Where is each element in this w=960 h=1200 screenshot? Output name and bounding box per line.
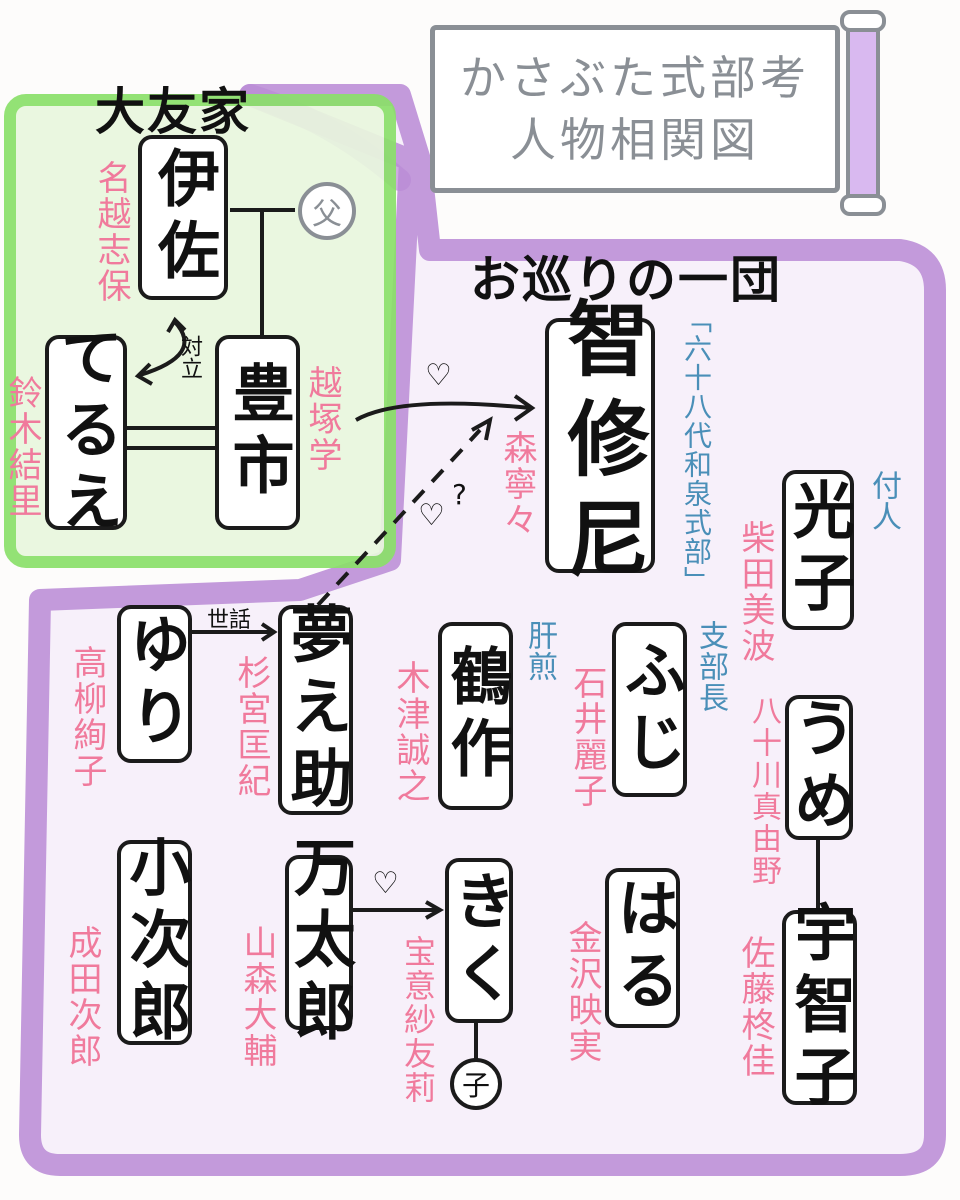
actor-terue: 鈴木結里: [2, 375, 42, 519]
actor-yumenosuke: 杉宮匡紀: [231, 655, 271, 799]
character-fuji[interactable]: ふじ: [612, 622, 687, 797]
character-name: 鶴作: [439, 644, 513, 788]
scroll-icon: [840, 10, 886, 216]
actor-haru: 金沢映実: [562, 920, 602, 1064]
character-name: 万太郎: [283, 834, 356, 1051]
actor-mitsuko: 柴田美波: [735, 520, 775, 664]
question-mark: ?: [452, 478, 467, 511]
character-name: きく: [443, 868, 516, 1013]
actor-kiku: 宝意紗友莉: [399, 935, 437, 1105]
character-ume[interactable]: うめ: [783, 695, 856, 840]
connector-lines: [125, 208, 820, 1060]
actor-uchiko: 佐藤柊佳: [735, 935, 775, 1079]
note-tsurusaku: 肝煎: [522, 620, 557, 682]
actor-tsurusaku: 木津誠之: [390, 660, 430, 804]
character-kojiro[interactable]: 小次郎: [117, 835, 192, 1051]
character-mitsuko[interactable]: 光子: [782, 470, 855, 630]
conflict-label: 対立: [177, 335, 202, 379]
love-mark-3: ♡: [372, 866, 399, 901]
note-chishuni: 「六十八代和泉式部」: [680, 305, 713, 595]
actor-kojiro: 成田次郎: [62, 925, 102, 1069]
actor-isa: 名越志保: [91, 160, 131, 304]
character-name: 小次郎: [118, 834, 192, 1051]
actor-toyoichi: 越塚学: [302, 365, 342, 473]
character-name: うめ: [783, 695, 856, 840]
character-name: ゆり: [118, 612, 192, 756]
character-name: てるえ: [50, 324, 123, 541]
note-fuji: 支部長: [693, 620, 728, 713]
character-toyoichi[interactable]: 豊市: [215, 335, 300, 530]
character-uchiko[interactable]: 宇智子: [782, 900, 857, 1116]
character-name: 伊佐: [147, 145, 220, 290]
care-label: 世話: [207, 608, 252, 633]
character-isa[interactable]: 伊佐: [138, 135, 228, 300]
actor-ume: 八十川真由野: [746, 695, 781, 887]
love-mark-2: ♡: [418, 498, 445, 533]
character-haru[interactable]: はる: [605, 868, 680, 1028]
character-terue[interactable]: てるえ: [45, 325, 127, 541]
character-name: 夢え助: [279, 602, 353, 818]
character-chishuni[interactable]: 智修尼: [545, 296, 655, 596]
title-box: かさぶた式部考 人物相関図: [430, 25, 840, 193]
character-name: 宇智子: [783, 899, 857, 1116]
character-yuri[interactable]: ゆり: [117, 605, 192, 763]
actor-fuji: 石井麗子: [567, 665, 607, 809]
character-yumenosuke[interactable]: 夢え助: [278, 602, 353, 818]
otomo-family-heading: 大友家: [95, 83, 251, 141]
character-name: 光子: [782, 478, 855, 622]
character-tsurusaku[interactable]: 鶴作: [438, 622, 513, 810]
actor-mantaro: 山森大輔: [237, 925, 277, 1069]
child-marker: 子: [450, 1058, 502, 1110]
title-line1: かさぶた式部考: [460, 50, 810, 105]
troupe-heading: お巡りの一団: [470, 251, 782, 309]
note-mitsuko: 付人: [866, 470, 901, 532]
father-marker: 父: [298, 182, 356, 240]
character-name: ふじ: [613, 637, 687, 782]
character-name: 智修尼: [553, 295, 648, 596]
character-name: はる: [606, 876, 680, 1020]
love-mark-1: ♡: [425, 358, 452, 393]
actor-yuri: 高柳絢子: [67, 645, 107, 789]
character-mantaro[interactable]: 万太郎: [283, 835, 356, 1051]
title-line2: 人物相関図: [510, 113, 760, 167]
character-name: 豊市: [221, 360, 295, 505]
actor-chishuni: 森寧々: [497, 430, 537, 538]
character-kiku[interactable]: きく: [443, 858, 516, 1023]
